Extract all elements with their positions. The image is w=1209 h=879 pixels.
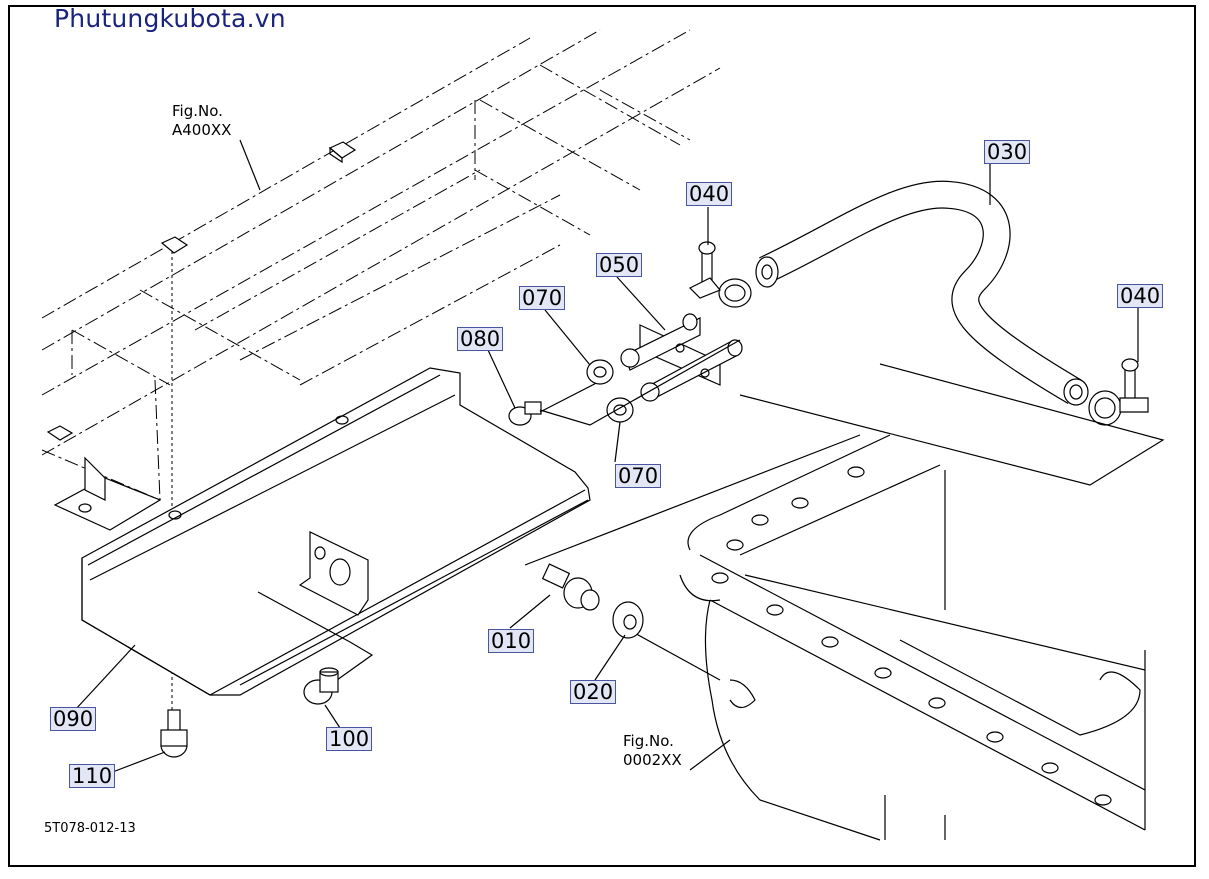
- figure-ref-code: 0002XX: [623, 751, 682, 769]
- part-020-gasket: [612, 601, 644, 639]
- left-bracket: [53, 456, 162, 531]
- rail-nut-3: [46, 425, 74, 441]
- callout-040-lower[interactable]: 040: [1117, 284, 1164, 308]
- figure-ref-a400xx: Fig.No. A400XX: [172, 102, 231, 140]
- part-040-clamp-upper: [688, 241, 752, 308]
- part-030-hose: [755, 180, 1089, 406]
- figure-ref-label: Fig.No.: [172, 102, 223, 120]
- watermark-text: Phutungkubota.vn: [54, 4, 286, 33]
- leader-lines: [74, 139, 1139, 774]
- callout-100[interactable]: 100: [326, 727, 373, 751]
- part-010-plug: [541, 563, 600, 611]
- figure-ref-code: A400XX: [172, 121, 232, 139]
- callout-090[interactable]: 090: [50, 707, 97, 731]
- oil-pan: [679, 434, 1146, 841]
- callout-080[interactable]: 080: [457, 327, 504, 351]
- callout-040-upper[interactable]: 040: [686, 182, 733, 206]
- part-050-fitting: [620, 313, 743, 402]
- part-040-clamp-lower: [1088, 358, 1149, 426]
- drawing-code: 5T078-012-13: [44, 821, 136, 836]
- part-100-bolt: [303, 667, 339, 705]
- part-070-washer-upper: [586, 359, 614, 385]
- rail-nut-2: [160, 236, 189, 254]
- part-110-bolt: [160, 709, 188, 758]
- callout-020[interactable]: 020: [570, 680, 617, 704]
- part-090-cover: [81, 367, 591, 696]
- drawing-frame: [8, 5, 1196, 867]
- callout-110[interactable]: 110: [69, 764, 116, 788]
- callout-030[interactable]: 030: [984, 140, 1031, 164]
- rail-nut-1: [328, 141, 357, 164]
- callout-050[interactable]: 050: [596, 253, 643, 277]
- callout-070-lower[interactable]: 070: [615, 464, 662, 488]
- figure-ref-0002xx: Fig.No. 0002XX: [623, 732, 682, 770]
- part-070-washer-lower: [606, 397, 634, 423]
- figure-ref-label: Fig.No.: [623, 732, 674, 750]
- frame-rails-phantom: [41, 29, 721, 710]
- callout-070-upper[interactable]: 070: [519, 286, 566, 310]
- part-080-bolt: [508, 374, 613, 426]
- callout-010[interactable]: 010: [488, 629, 535, 653]
